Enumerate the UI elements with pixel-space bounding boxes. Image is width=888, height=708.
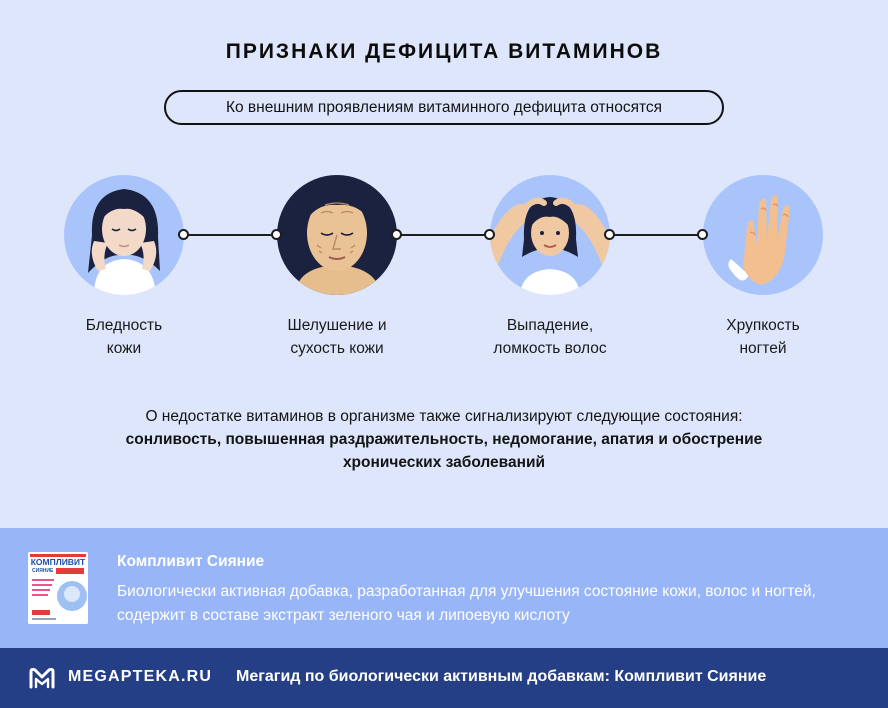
sign-label-dry-skin: Шелушение и сухость кожи: [252, 314, 422, 360]
note-intro: О недостатке витаминов в организме также…: [145, 408, 743, 425]
product-section: КОМПЛИВИТ СИЯНИЕ Компливит Сияние Биолог…: [0, 528, 888, 648]
connector-line-1: [184, 234, 276, 236]
connector-dot: [271, 229, 282, 240]
note-highlight: сонливость, повышенная раздражительность…: [125, 431, 763, 471]
footer-logo-text[interactable]: MEGAPTEKA.RU: [68, 668, 213, 685]
pale-skin-woman-icon: [64, 175, 184, 295]
sign-label-line: Хрупкость: [726, 317, 800, 334]
sign-label-line: кожи: [106, 340, 142, 357]
product-name: Компливит Сияние: [117, 553, 265, 570]
product-description: Биологически активная добавка, разработа…: [117, 583, 816, 624]
connector-dot: [484, 229, 495, 240]
hair-loss-woman-icon: [490, 175, 610, 295]
footer-caption: Мегагид по биологически активным добавка…: [236, 668, 767, 685]
dry-skin-face-icon: [277, 175, 397, 295]
package-brand-text: КОМПЛИВИТ: [31, 557, 86, 567]
connector-dot: [604, 229, 615, 240]
footer-bar: MEGAPTEKA.RU Мегагид по биологически акт…: [0, 648, 888, 708]
connector-line-3: [610, 234, 702, 236]
connector-dot: [178, 229, 189, 240]
sign-label-line: Шелушение и: [287, 317, 387, 334]
package-sub-text: СИЯНИЕ: [32, 568, 54, 574]
megapteka-logo-icon: [29, 667, 55, 689]
sign-label-hair-loss: Выпадение, ломкость волос: [465, 314, 635, 360]
sign-label-pale-skin: Бледность кожи: [39, 314, 209, 360]
sign-label-line: Выпадение,: [506, 317, 594, 334]
sign-label-line: ногтей: [739, 340, 787, 357]
page-title: ПРИЗНАКИ ДЕФИЦИТА ВИТАМИНОВ: [225, 40, 663, 63]
subtitle-pill: Ко внешним проявлениям витаминного дефиц…: [164, 90, 724, 125]
sign-label-line: ломкость волос: [493, 340, 607, 357]
symptoms-note: О недостатке витаминов в организме также…: [100, 405, 788, 474]
product-package-image: КОМПЛИВИТ СИЯНИЕ: [28, 552, 88, 624]
connector-dot: [697, 229, 708, 240]
hand-nails-icon: [703, 175, 823, 295]
sign-label-line: сухость кожи: [290, 340, 384, 357]
sign-label-nails: Хрупкость ногтей: [678, 314, 848, 360]
connector-line-2: [397, 234, 489, 236]
connector-dot: [391, 229, 402, 240]
sign-label-line: Бледность: [85, 317, 163, 334]
